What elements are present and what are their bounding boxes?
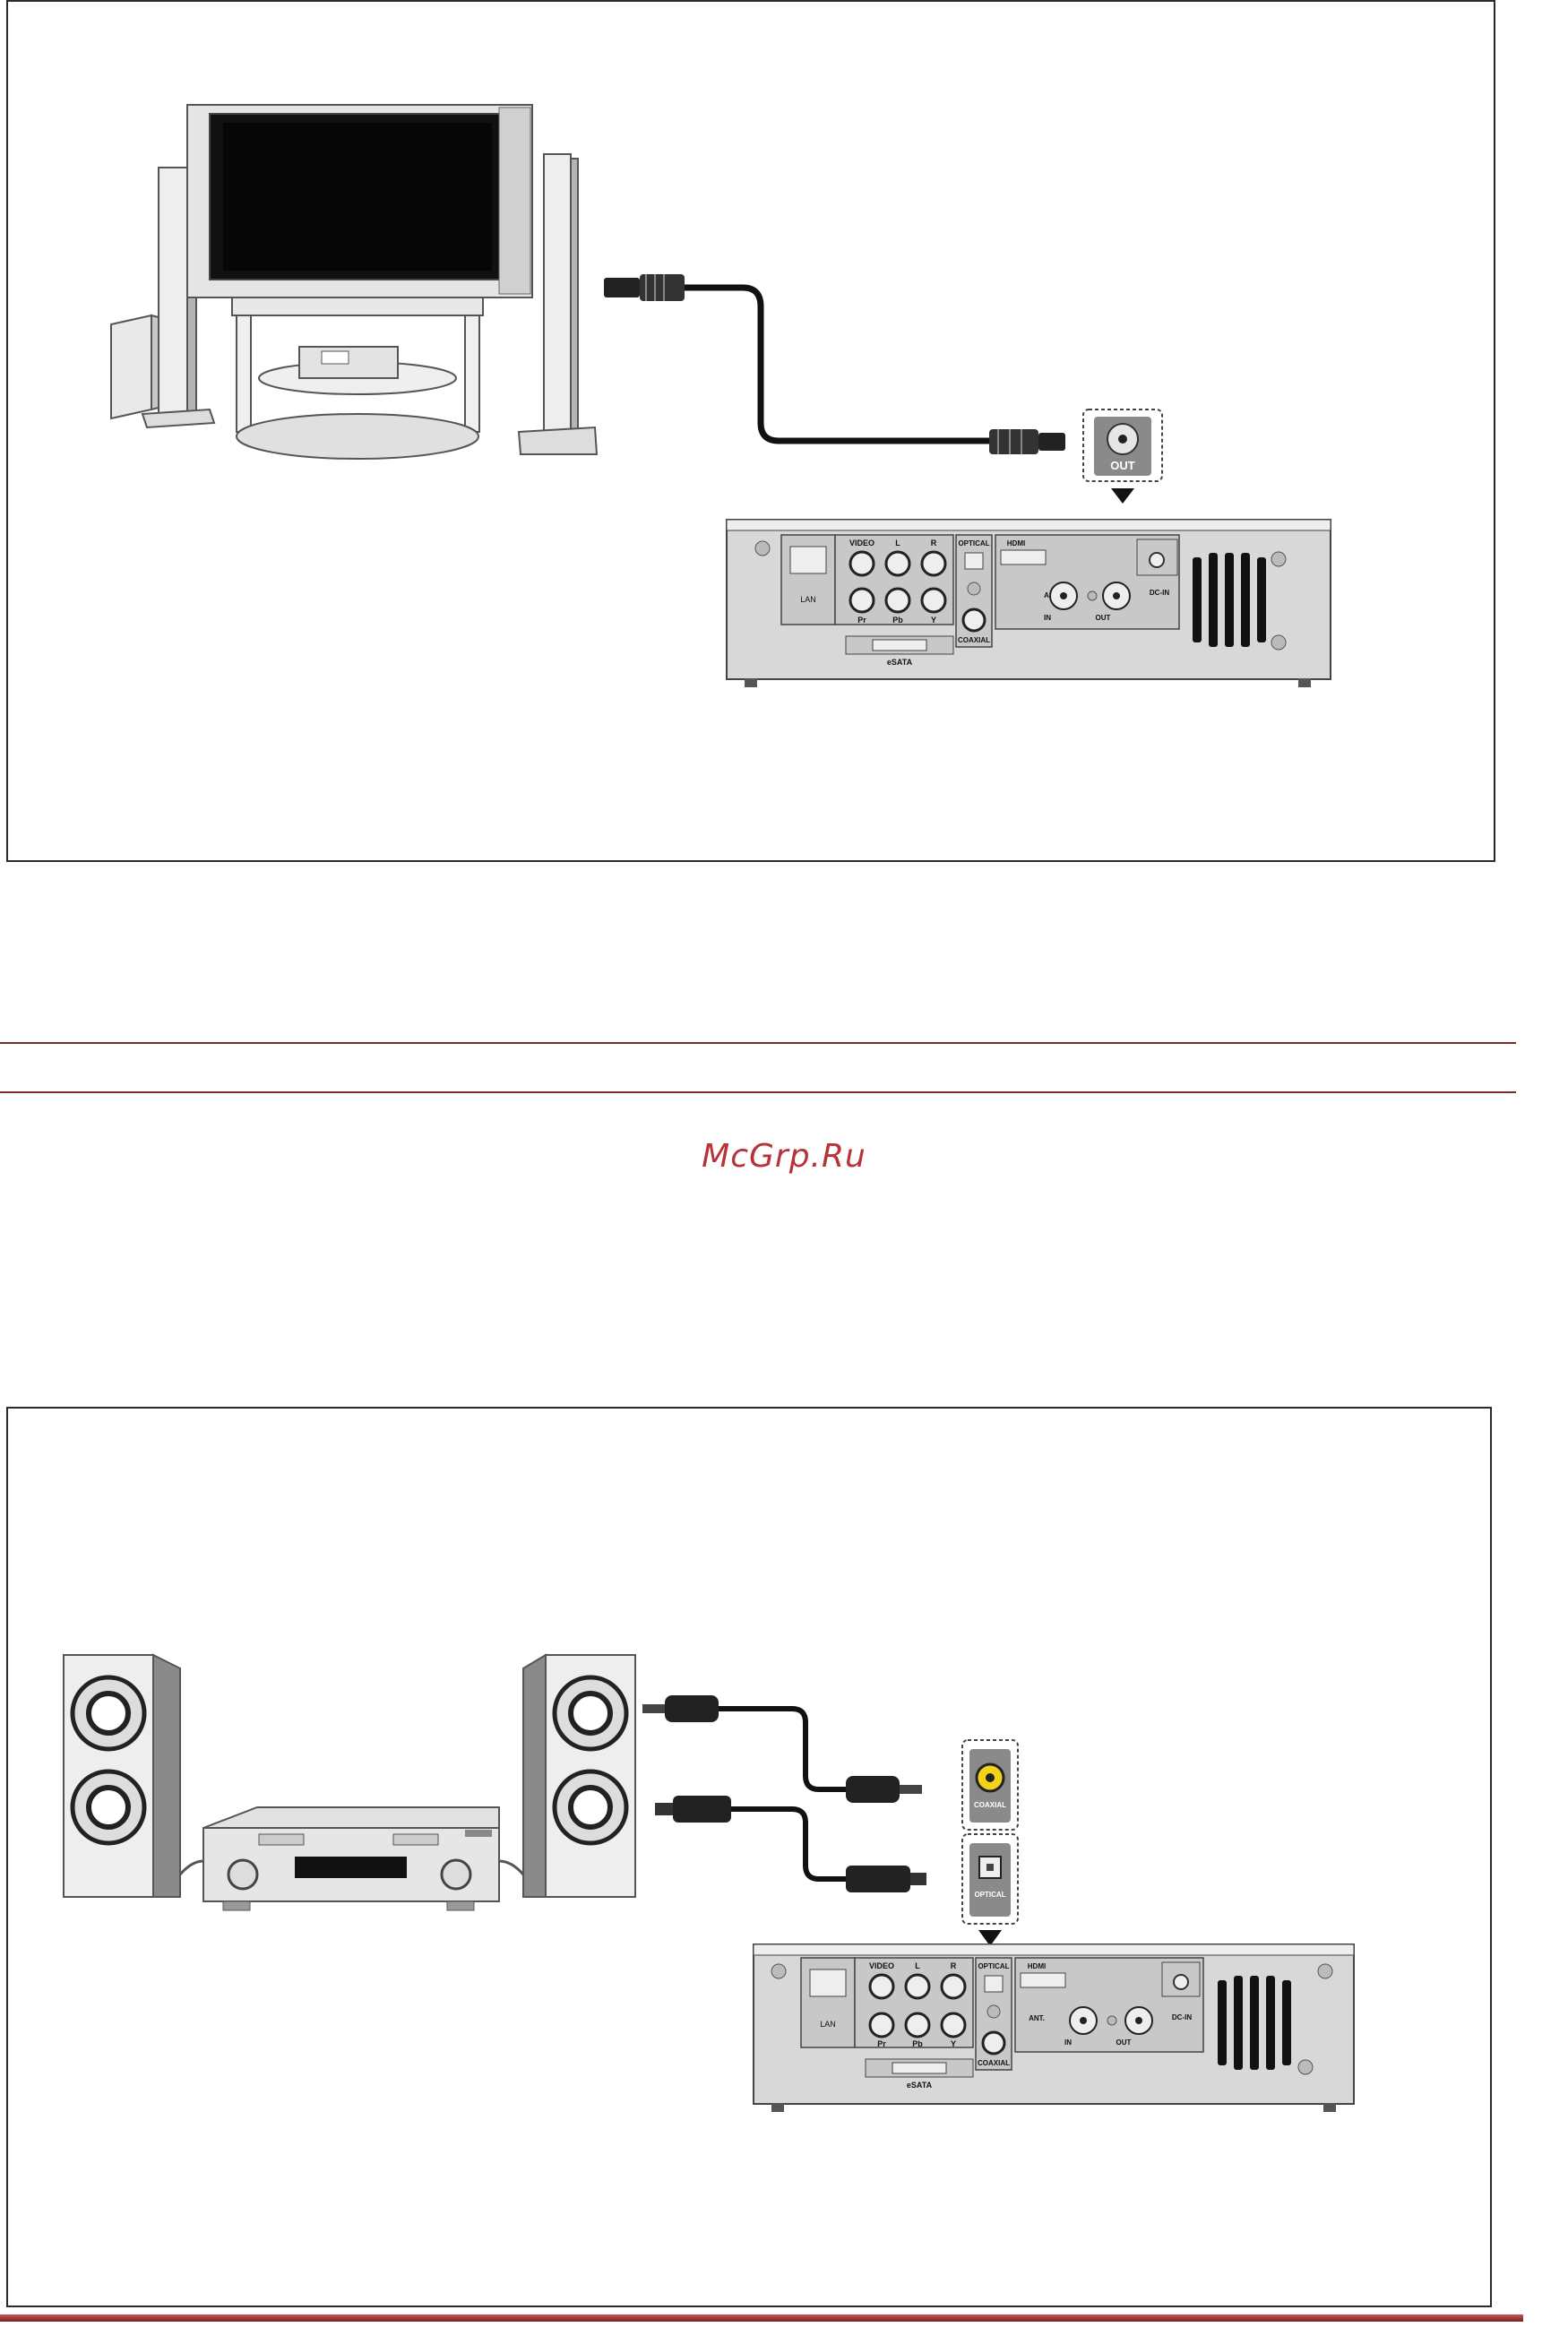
ant-label: ANT. <box>1029 2014 1045 2022</box>
divider-rule-top <box>0 1042 1516 1044</box>
r-label: R <box>931 539 937 547</box>
in-label: IN <box>1064 2038 1072 2047</box>
optical-callout: OPTICAL <box>962 1834 1018 1946</box>
dc-in-label: DC-IN <box>1150 589 1169 597</box>
optical-callout-label: OPTICAL <box>974 1891 1005 1899</box>
right-speaker <box>523 1655 635 1897</box>
dc-in-label: DC-IN <box>1172 2013 1192 2021</box>
out-port-callout: OUT <box>1083 409 1162 504</box>
r-label: R <box>951 1961 957 1970</box>
coaxial-callout: COAXIAL <box>962 1740 1018 1830</box>
optical-label: OPTICAL <box>958 539 989 547</box>
y-label: Y <box>951 2039 956 2048</box>
arrow-down-icon <box>1111 488 1134 504</box>
flat-panel-tv <box>187 105 532 297</box>
l-label: L <box>895 539 900 547</box>
audio-connection-illustration: COAXIAL OPTICAL LAN VIDEO <box>8 1409 1490 2305</box>
l-label: L <box>915 1961 920 1970</box>
tv-stand <box>232 297 483 459</box>
pr-label: Pr <box>877 2039 886 2048</box>
in-label: IN <box>1044 614 1051 622</box>
coaxial-label: COAXIAL <box>978 2059 1010 2067</box>
lan-label: LAN <box>800 595 816 604</box>
optical-cable <box>655 1796 926 1892</box>
figure-audio-connection: COAXIAL OPTICAL LAN VIDEO <box>6 1407 1492 2307</box>
audio-amplifier <box>180 1807 523 1910</box>
pb-label: Pb <box>892 616 903 625</box>
out-label: OUT <box>1116 2038 1132 2047</box>
out-label: OUT <box>1096 614 1111 622</box>
pr-label: Pr <box>857 616 866 625</box>
coaxial-label: COAXIAL <box>958 636 990 644</box>
lan-label: LAN <box>820 2020 836 2029</box>
out-callout-label: OUT <box>1110 459 1135 472</box>
figure-tv-connection: OUT LAN VIDEO L R Pr <box>6 0 1495 862</box>
left-speaker <box>64 1655 180 1897</box>
watermark-text: McGrp.Ru <box>0 1138 1568 1175</box>
media-player-rear-panel: LAN VIDEO L R Pr Pb Y eSATA OPTICAL <box>727 520 1331 687</box>
optical-label: OPTICAL <box>978 1962 1009 1970</box>
hdmi-label: HDMI <box>1028 1962 1046 1970</box>
y-label: Y <box>931 616 936 625</box>
tv-connection-illustration: OUT LAN VIDEO L R Pr <box>8 2 1494 860</box>
video-label: VIDEO <box>869 1961 894 1970</box>
video-label: VIDEO <box>849 539 874 547</box>
media-player-rear-panel: LAN VIDEO L R Pr Pb Y eSATA OPTICAL <box>754 1944 1354 2112</box>
divider-rule-bottom <box>0 1091 1516 1093</box>
pb-label: Pb <box>912 2039 923 2048</box>
antenna-cable <box>604 274 1065 454</box>
esata-label: eSATA <box>887 658 913 667</box>
coaxial-cable <box>642 1695 922 1803</box>
hdmi-label: HDMI <box>1007 539 1025 547</box>
coaxial-callout-label: COAXIAL <box>974 1801 1006 1809</box>
esata-label: eSATA <box>907 2081 933 2090</box>
footer-rule <box>0 2314 1523 2322</box>
